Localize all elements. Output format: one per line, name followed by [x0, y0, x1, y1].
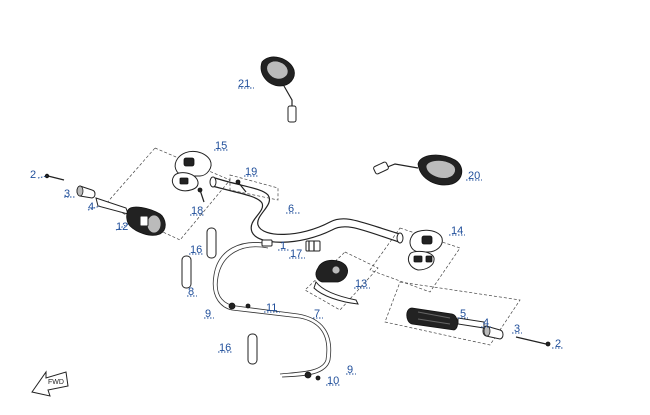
callout-19: 19 [245, 166, 257, 178]
throttle-assembly-left [126, 206, 166, 236]
callout-8: 8 [188, 286, 194, 298]
throttle-cable [212, 239, 332, 378]
left-mirror [260, 56, 297, 123]
callout-1: 1 [280, 240, 286, 252]
callout-9-lower: 9 [347, 364, 353, 376]
callout-5: 5 [460, 308, 466, 320]
callout-21: 21 [238, 78, 250, 90]
clutch-lever-housing [315, 259, 348, 283]
callout-9-upper: 9 [205, 308, 211, 320]
cable-clamp-top [206, 227, 217, 259]
right-mirror [373, 154, 463, 186]
callout-11: 11 [266, 302, 277, 314]
screw-19 [235, 179, 247, 193]
front-direction-arrow: FWD [31, 370, 69, 397]
right-bar-end-weight [482, 325, 504, 340]
left-switch-group-frame [104, 147, 231, 241]
right-grip [406, 307, 458, 331]
cable-nut-10 [315, 375, 321, 381]
callout-4-left: 4 [88, 201, 94, 213]
callout-3-left: 3 [64, 188, 70, 200]
cable-nut-lower [304, 371, 312, 379]
cable-clamp-upper [181, 255, 192, 289]
right-bar-end-bolt [515, 336, 551, 347]
throttle-group-frame [384, 281, 521, 346]
callout-12: 12 [116, 221, 128, 233]
screw-18 [197, 187, 205, 203]
cable-nut-upper [228, 302, 236, 310]
callout-18: 18 [191, 205, 203, 217]
left-bar-end-bolt [44, 173, 65, 181]
left-bar-end-weight [76, 185, 96, 199]
right-switch-housing [407, 229, 443, 271]
callout-2-left: 2 [30, 169, 36, 181]
callout-17: 17 [290, 248, 302, 260]
left-grip [95, 197, 129, 215]
callout-15: 15 [215, 140, 227, 152]
callout-10: 10 [327, 375, 339, 387]
screw-19-frame [229, 174, 279, 201]
handlebar [209, 176, 404, 244]
callout-14: 14 [451, 225, 463, 237]
callout-3-right: 3 [514, 323, 520, 335]
callout-16-lower: 16 [219, 342, 231, 354]
front-arrow-label: FWD [48, 379, 64, 386]
left-switch-housing [171, 151, 212, 192]
cable-adjuster-11 [245, 303, 251, 309]
callout-2-right: 2 [555, 338, 561, 350]
callout-16-upper: 16 [190, 244, 202, 256]
callout-6: 6 [288, 203, 294, 215]
callout-13: 13 [355, 278, 367, 290]
cable-clamp-lower [247, 333, 258, 365]
callout-20: 20 [468, 170, 480, 182]
callout-7: 7 [314, 308, 320, 320]
clutch-lever [313, 280, 359, 305]
clutch-bracket [305, 240, 321, 252]
callout-4-right: 4 [483, 317, 489, 329]
